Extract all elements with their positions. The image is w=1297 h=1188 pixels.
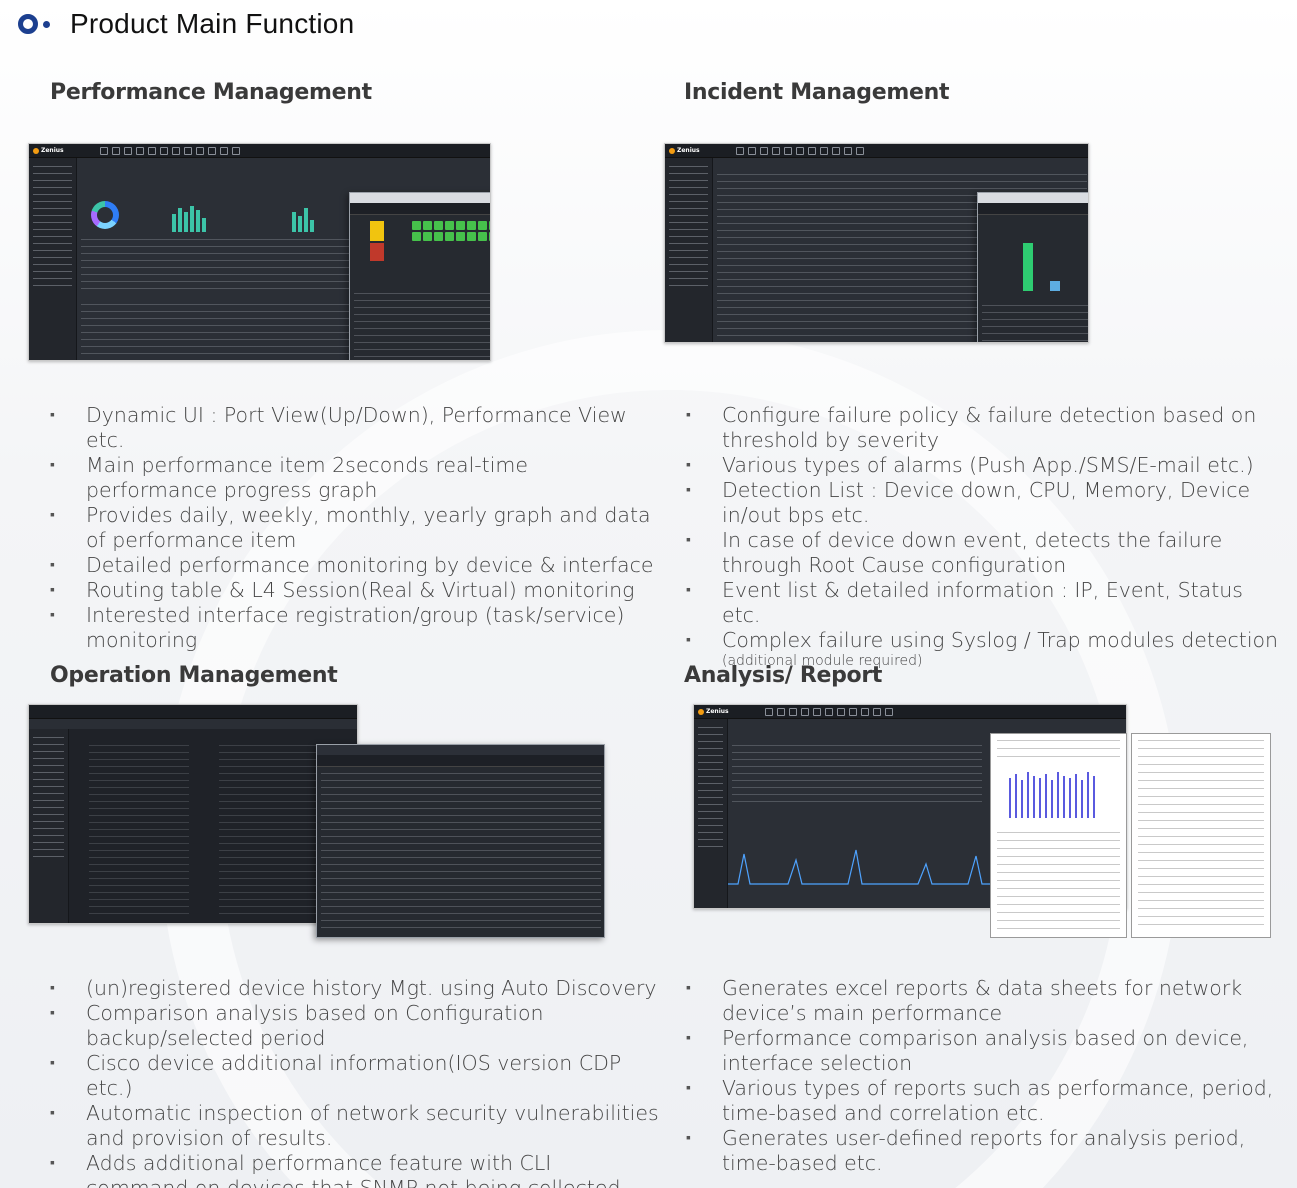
list-item: Configure failure policy & failure detec… xyxy=(686,403,1286,453)
performance-screenshot: Zenius xyxy=(28,143,491,361)
page-title: Product Main Function xyxy=(70,8,355,39)
list-item: Detailed performance monitoring by devic… xyxy=(50,553,660,578)
list-item-text: Complex failure using Syslog / Trap modu… xyxy=(722,628,1279,652)
page-header: Product Main Function xyxy=(18,6,354,42)
list-item: Interested interface registration/group … xyxy=(50,603,660,653)
list-item: Various types of alarms (Push App./SMS/E… xyxy=(686,453,1286,478)
title-bullet-icon xyxy=(18,12,64,36)
operation-screenshot xyxy=(28,704,358,924)
report-preview-page-1 xyxy=(990,733,1127,938)
list-item: (un)registered device history Mgt. using… xyxy=(50,976,660,1001)
list-item: Provides daily, weekly, monthly, yearly … xyxy=(50,503,660,553)
bar-chart-icon-2 xyxy=(292,204,314,232)
list-item: Generates user-defined reports for analy… xyxy=(686,1126,1286,1176)
port-view-popup xyxy=(349,192,490,360)
list-item: Routing table & L4 Session(Real & Virtua… xyxy=(50,578,660,603)
zenius-logo: Zenius xyxy=(669,147,700,154)
list-item: Detection List : Device down, CPU, Memor… xyxy=(686,478,1286,528)
list-item: Performance comparison analysis based on… xyxy=(686,1026,1286,1076)
incident-screenshot: Zenius xyxy=(664,143,1089,343)
zenius-logo: Zenius xyxy=(33,147,64,154)
list-item: Various types of reports such as perform… xyxy=(686,1076,1286,1126)
section-title-operation: Operation Management xyxy=(50,663,338,688)
config-detail-popup xyxy=(316,744,605,938)
section-title-incident: Incident Management xyxy=(684,80,950,105)
list-item: Adds additional performance feature with… xyxy=(50,1151,660,1188)
bar-chart-icon xyxy=(172,204,206,232)
list-item: Complex failure using Syslog / Trap modu… xyxy=(686,628,1286,669)
operation-bullet-list: (un)registered device history Mgt. using… xyxy=(50,976,660,1188)
performance-bullet-list: Dynamic UI : Port View(Up/Down), Perform… xyxy=(50,403,660,653)
section-title-performance: Performance Management xyxy=(50,80,372,105)
section-title-analysis: Analysis/ Report xyxy=(684,663,883,688)
list-item: Event list & detailed information : IP, … xyxy=(686,578,1286,628)
report-preview-page-2 xyxy=(1131,733,1271,938)
list-item: Main performance item 2seconds real-time… xyxy=(50,453,660,503)
port-grid xyxy=(412,221,490,241)
module-note: (additional module required) xyxy=(722,653,923,669)
list-item: Generates excel reports & data sheets fo… xyxy=(686,976,1286,1026)
analysis-bullet-list: Generates excel reports & data sheets fo… xyxy=(686,976,1286,1176)
list-item: Comparison analysis based on Configurati… xyxy=(50,1001,660,1051)
list-item: Automatic inspection of network security… xyxy=(50,1101,660,1151)
zenius-logo: Zenius xyxy=(698,708,729,715)
event-detail-popup xyxy=(977,192,1088,342)
list-item: Dynamic UI : Port View(Up/Down), Perform… xyxy=(50,403,660,453)
analysis-screenshot: Zenius xyxy=(693,704,1127,909)
list-item: Cisco device additional information(IOS … xyxy=(50,1051,660,1101)
list-item: In case of device down event, detects th… xyxy=(686,528,1286,578)
incident-bullet-list: Configure failure policy & failure detec… xyxy=(686,403,1286,669)
donut-chart-icon xyxy=(91,201,119,229)
